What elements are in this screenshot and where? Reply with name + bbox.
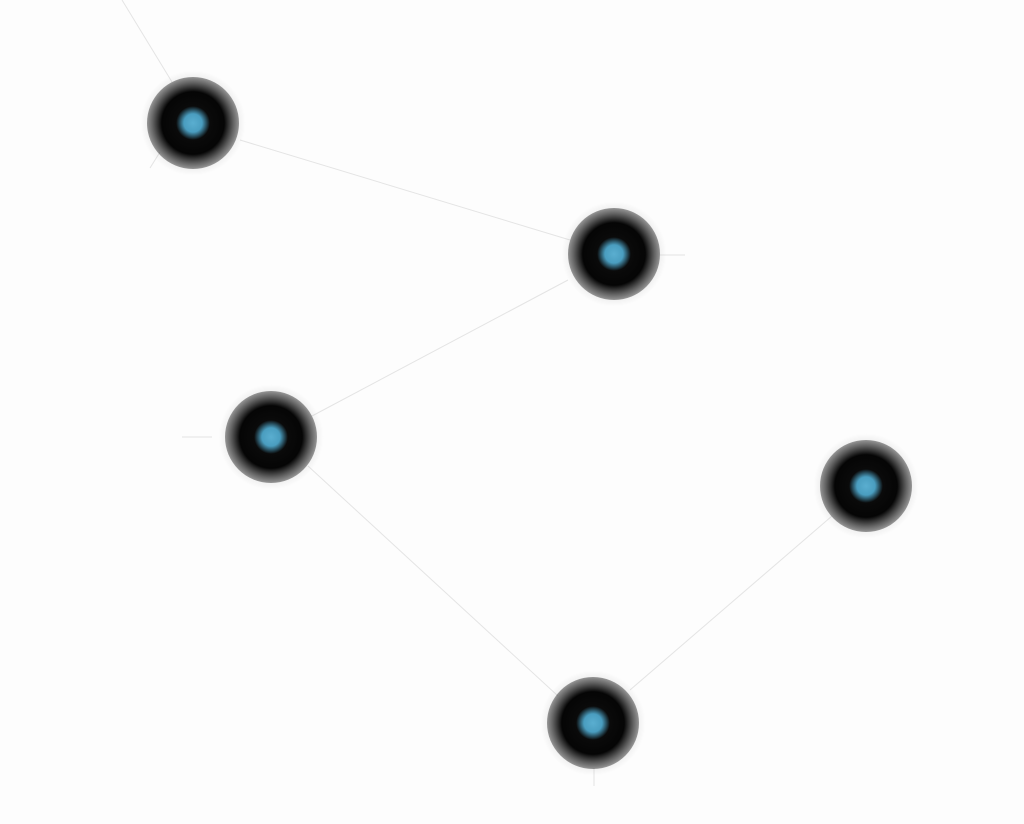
edge-n1-label	[149, 151, 161, 169]
node-circle-icon	[147, 77, 239, 169]
node-circle-icon	[820, 440, 912, 532]
node-n3[interactable]	[211, 377, 331, 497]
node-circle-icon	[568, 208, 660, 300]
node-n1[interactable]	[133, 63, 253, 183]
node-circle-icon	[547, 677, 639, 769]
edge-n2-n3	[311, 279, 569, 417]
edge-n3-n5	[307, 465, 559, 697]
edge-offscreen-n1	[121, 0, 173, 83]
node-n2[interactable]	[554, 194, 674, 314]
node-n4[interactable]	[806, 426, 926, 546]
edge-n5-n4	[629, 515, 833, 691]
node-n5[interactable]	[533, 663, 653, 783]
node-circle-icon	[225, 391, 317, 483]
edge-n1-n2	[239, 139, 571, 241]
